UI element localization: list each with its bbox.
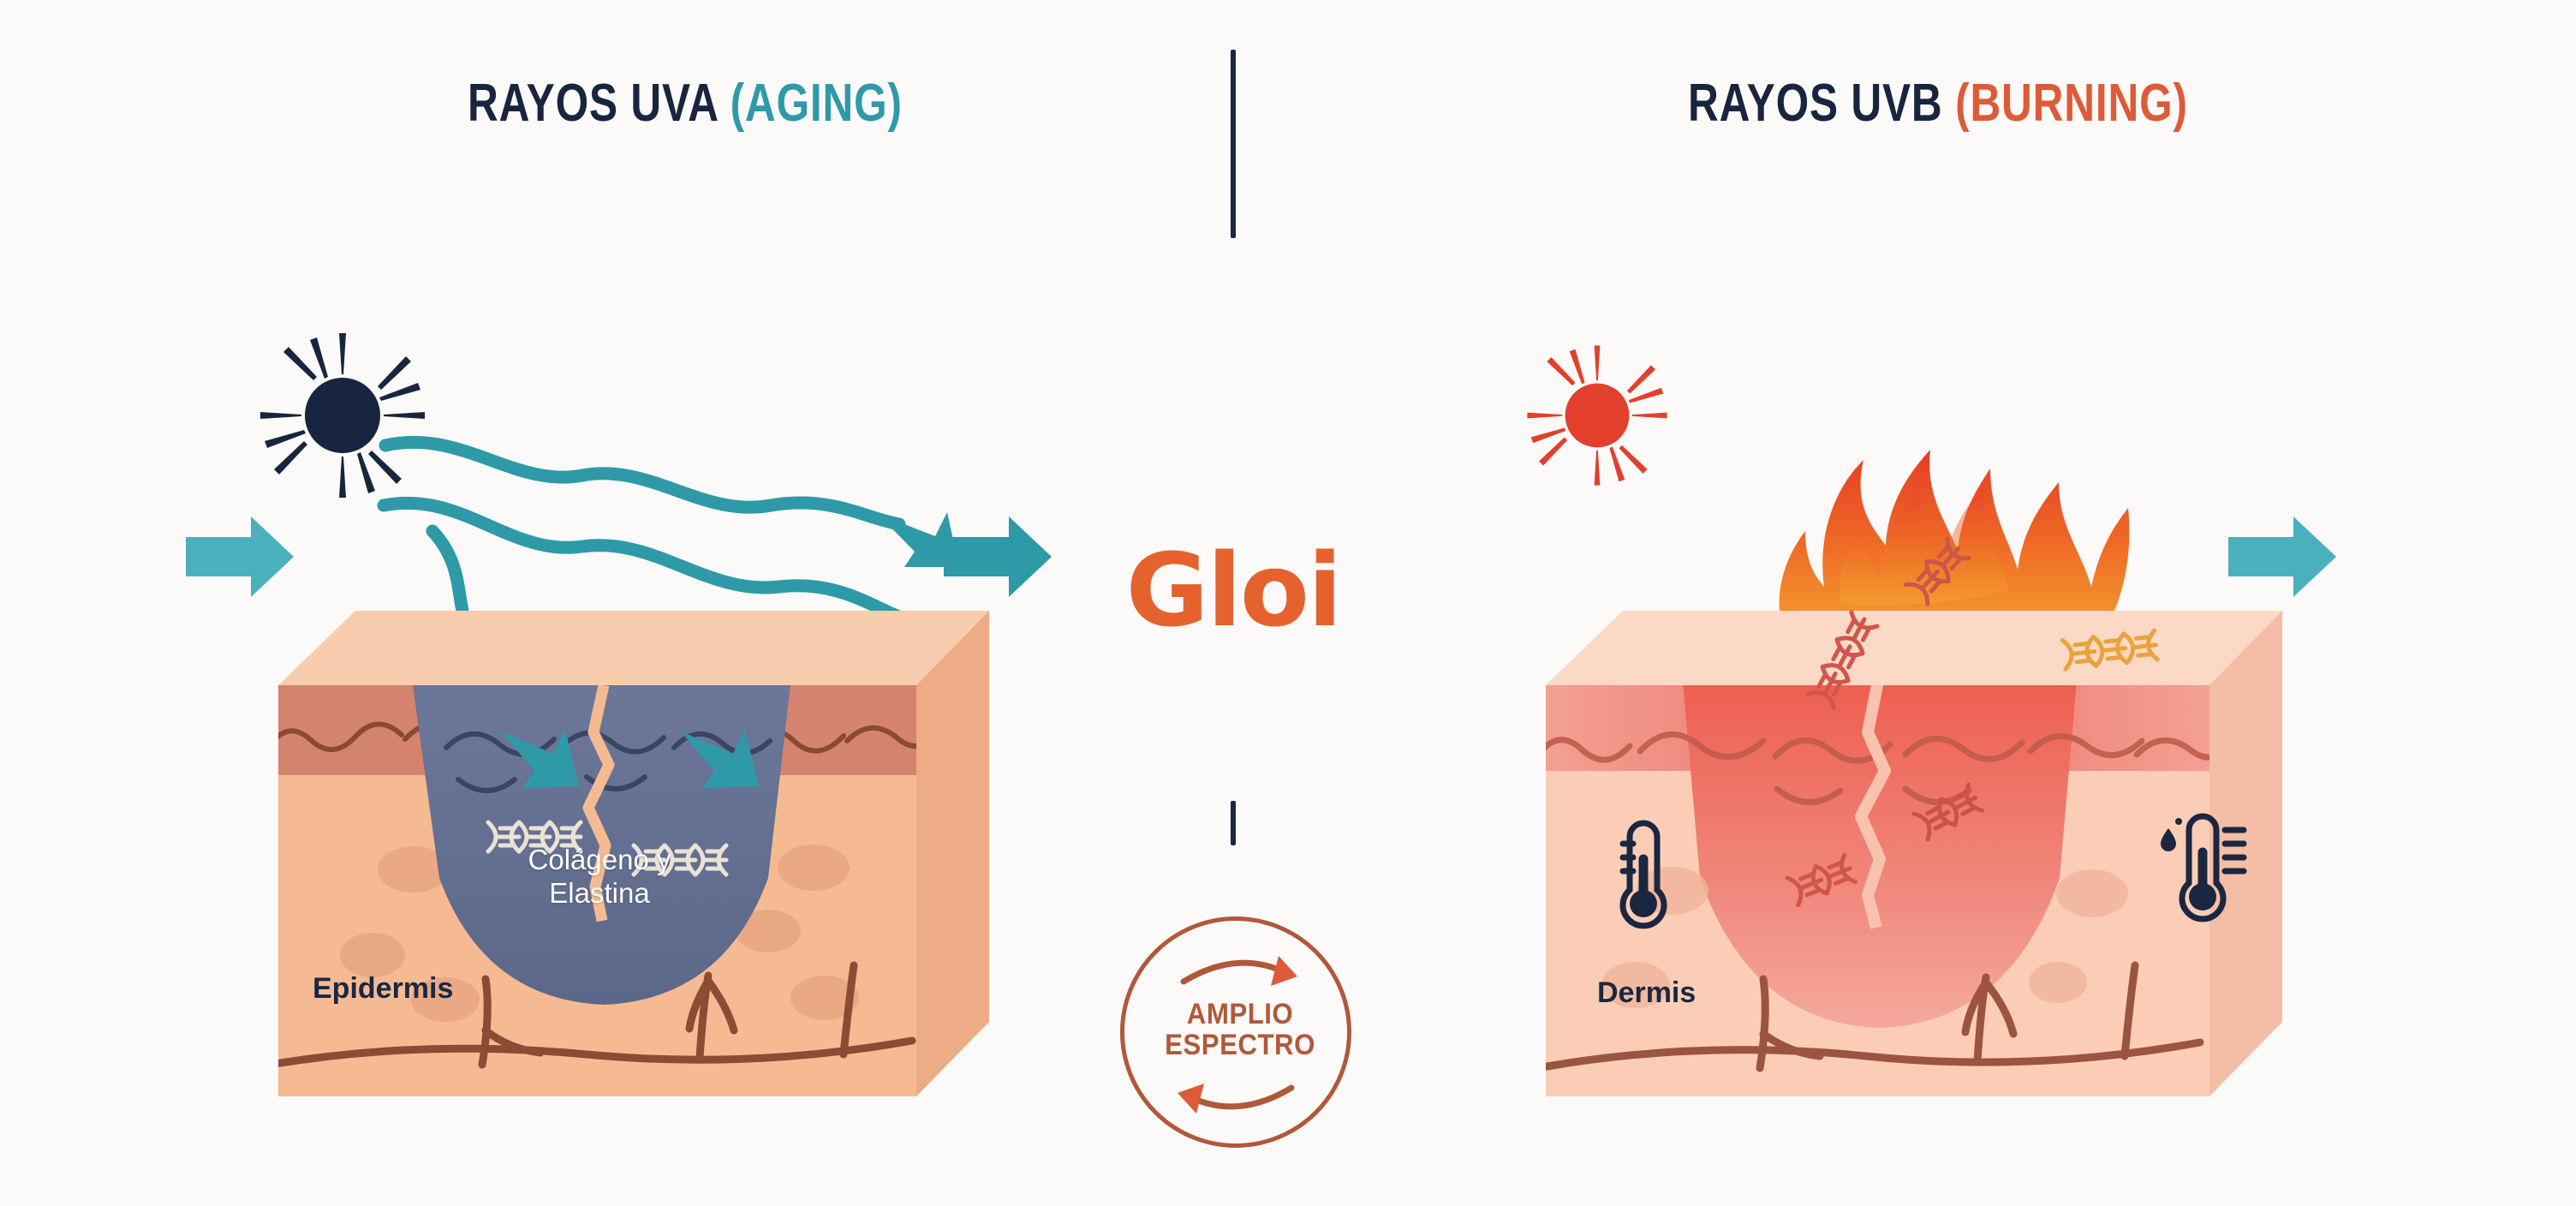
badge-label: AMPLIO ESPECTRO: [1134, 998, 1346, 1061]
dna-helix-icon: [486, 820, 583, 854]
right-dna-float-1-icon: [1805, 610, 1880, 710]
epidermis-label: Epidermis: [313, 972, 454, 1005]
right-title-accent: (BURNING): [1955, 74, 2188, 133]
right-burn-crack: [1855, 685, 1891, 929]
right-exit-arrow-icon: [2228, 516, 2336, 597]
uva-ray-arrowhead-3-icon: [681, 730, 759, 788]
dna-helix-icon: [1911, 782, 1985, 842]
uvb-sun-icon: [1527, 345, 1667, 486]
uva-ray-arrowhead-1-icon: [878, 512, 959, 567]
dermis-label: Dermis: [1597, 976, 1696, 1009]
left-title-main: RAYOS UVA: [468, 74, 719, 133]
right-blood-vessel: [1546, 961, 2204, 1072]
badge-line-1: AMPLIO: [1186, 998, 1294, 1030]
collagen-line-1: Colágeno y: [528, 844, 671, 875]
brand-logo: Gloi: [1125, 531, 1343, 649]
left-title-accent: (AGING): [730, 74, 903, 133]
left-block-side-face: [916, 611, 989, 1096]
badge-line-2: ESPECTRO: [1165, 1028, 1315, 1061]
right-dna-float-2-icon: [2060, 628, 2160, 672]
left-wedge-crack: [582, 685, 615, 922]
right-title-main: RAYOS UVB: [1688, 74, 1943, 133]
droplet-glyph: [2161, 818, 2182, 851]
left-skin-block: [278, 611, 989, 1096]
left-entry-arrow-icon: [186, 516, 294, 597]
collagen-elastin-label: Colágeno y Elastina: [488, 844, 711, 910]
uva-sun-icon: [260, 333, 425, 498]
badge-arrows-icon: [1178, 956, 1297, 1113]
left-panel-title: RAYOS UVA (AGING): [468, 73, 902, 134]
dna-helix-icon: [631, 843, 729, 877]
left-exit-arrow-icon: [944, 516, 1052, 597]
left-blood-vessel: [278, 961, 916, 1069]
right-block-side-face: [2209, 611, 2282, 1096]
broad-spectrum-badge: AMPLIO ESPECTRO: [1120, 916, 1351, 1148]
left-block-top-face: [278, 611, 989, 685]
collagen-line-2: Elastina: [549, 876, 650, 909]
left-skin-spots: [340, 845, 859, 1022]
thermometer-left-icon: [1619, 820, 1667, 929]
center-divider-mid: [1231, 801, 1236, 845]
uva-ray-arrowhead-2-icon: [501, 730, 579, 788]
thermometer-right-icon: [2161, 813, 2247, 922]
center-divider-top: [1231, 50, 1236, 238]
left-dna-icons: [486, 820, 729, 877]
right-dna-float-3-icon: [1904, 536, 1971, 606]
dna-helix-icon: [1785, 852, 1857, 908]
right-dna-icons: [1785, 782, 1985, 908]
right-panel-title: RAYOS UVB (BURNING): [1688, 73, 2187, 134]
